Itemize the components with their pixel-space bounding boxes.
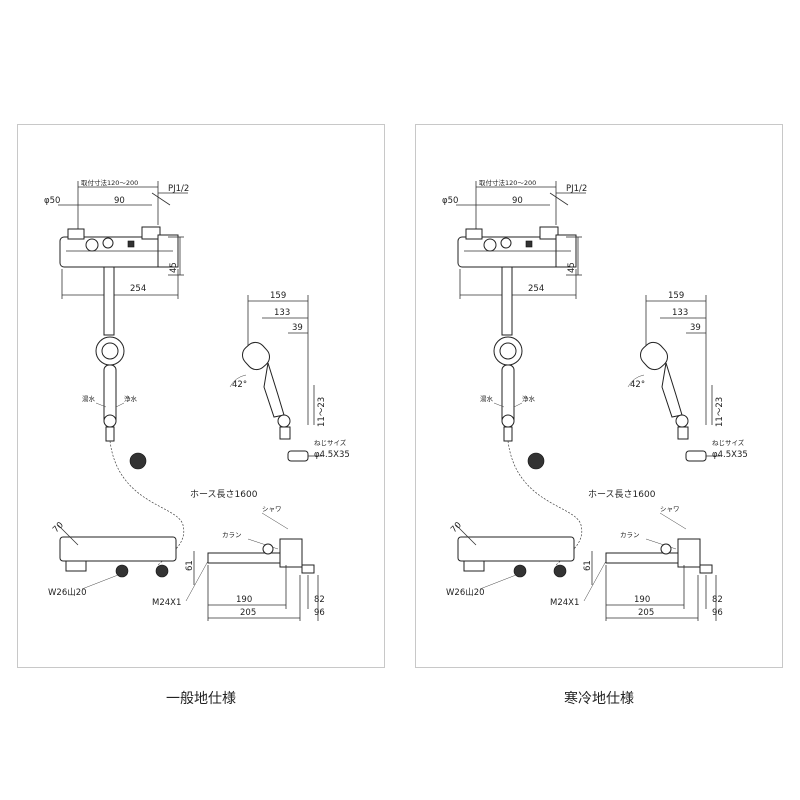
height-dimension: 45 <box>566 236 582 276</box>
dim-205-label: 205 <box>638 608 654 618</box>
dim-82-label: 82 <box>712 595 723 605</box>
spout-side: 61 M24X1 <box>152 538 315 608</box>
dim-133-label: 133 <box>274 308 290 318</box>
dim-254-label: 254 <box>130 284 146 294</box>
shower-head-side: 42° <box>229 341 291 440</box>
side-view-dimensions: 159 133 39 <box>247 291 309 425</box>
dim-159-label: 159 <box>668 291 684 301</box>
m24-label: M24X1 <box>550 598 579 608</box>
angle-label: 42° <box>630 380 645 390</box>
dim-11-23-label: 11～23 <box>715 397 725 427</box>
dim-254-label: 254 <box>528 284 544 294</box>
spout-dimensions: 190 205 82 96 <box>605 565 723 621</box>
dim-82-label: 82 <box>314 595 325 605</box>
pj-label: PJ1/2 <box>566 184 587 194</box>
drawing-panel-general: 取付寸法120～200 φ50 90 PJ1/2 45 254 <box>17 124 385 668</box>
dim-70-label: 70 <box>51 520 66 535</box>
pj-label: PJ1/2 <box>168 184 189 194</box>
dim-45-label: 45 <box>169 262 179 273</box>
phi50-label: φ50 <box>44 196 60 206</box>
mixer-body-front <box>457 226 577 268</box>
mixer-body-front <box>59 226 179 268</box>
shower-rod-front <box>493 266 523 442</box>
top-dimensions: 取付寸法120～200 φ50 90 PJ1/2 <box>442 178 587 237</box>
screw-dimension: 11～23 ねじサイズ φ4.5X35 <box>287 385 350 462</box>
dim-61-label: 61 <box>583 560 593 571</box>
screw-label: φ4.5X35 <box>712 450 748 460</box>
dim-45-label: 45 <box>567 262 577 273</box>
screw-label: φ4.5X35 <box>314 450 350 460</box>
top-dimensions: 取付寸法120～200 φ50 90 PJ1/2 <box>44 178 189 237</box>
height-dimension: 45 <box>168 236 184 276</box>
mixer-body-top: 70 W26山20 <box>446 520 575 598</box>
hose-length-label: ホース長さ1600 <box>190 489 258 500</box>
hose-length-label: ホース長さ1600 <box>588 489 656 500</box>
dim-190-label: 190 <box>634 595 650 605</box>
width-dimension: 254 <box>61 269 179 299</box>
caption-cold-region-spec: 寒冷地仕様 <box>564 691 634 707</box>
dim-11-23-label: 11～23 <box>317 397 327 427</box>
valve-knob-icon <box>527 452 545 470</box>
shower-label: シャワ <box>660 505 680 513</box>
dim-39-label: 39 <box>292 323 303 333</box>
angle-label: 42° <box>232 380 247 390</box>
mount-range-label: 取付寸法120～200 <box>81 178 138 187</box>
clean-label: 浄水 <box>124 394 138 403</box>
w26-label: W26山20 <box>446 587 485 598</box>
caption-general-spec: 一般地仕様 <box>166 691 236 707</box>
spout-dimensions: 190 205 82 96 <box>207 565 325 621</box>
screw-size-label: ねじサイズ <box>712 438 745 447</box>
dim-96-label: 96 <box>712 608 723 618</box>
shower-head-side: 42° <box>627 341 689 440</box>
dim-159-label: 159 <box>270 291 286 301</box>
faucet-drawing-cold-region: 取付寸法120～200 φ50 90 PJ1/2 45 254 <box>442 178 748 621</box>
hot-label: 湯水 <box>480 394 494 403</box>
karan-label: カラン <box>620 531 640 539</box>
side-view-dimensions: 159 133 39 <box>645 291 707 425</box>
dim-205-label: 205 <box>240 608 256 618</box>
m24-label: M24X1 <box>152 598 181 608</box>
dim-96-label: 96 <box>314 608 325 618</box>
dim-39-label: 39 <box>690 323 701 333</box>
valve-knob-icon <box>129 452 147 470</box>
dim-90-label: 90 <box>114 196 125 206</box>
clean-label: 浄水 <box>522 394 536 403</box>
screw-size-label: ねじサイズ <box>314 438 347 447</box>
karan-label: カラン <box>222 531 242 539</box>
dim-133-label: 133 <box>672 308 688 318</box>
screw-dimension: 11～23 ねじサイズ φ4.5X35 <box>685 385 748 462</box>
mixer-body-top: 70 W26山20 <box>48 520 177 598</box>
w26-label: W26山20 <box>48 587 87 598</box>
dim-190-label: 190 <box>236 595 252 605</box>
phi50-label: φ50 <box>442 196 458 206</box>
mount-range-label: 取付寸法120～200 <box>479 178 536 187</box>
width-dimension: 254 <box>459 269 577 299</box>
faucet-drawing-general: 取付寸法120～200 φ50 90 PJ1/2 45 254 <box>44 178 350 621</box>
shower-rod-front <box>95 266 125 442</box>
drawing-panel-cold-region: 取付寸法120～200 φ50 90 PJ1/2 45 254 <box>415 124 783 668</box>
hot-label: 湯水 <box>82 394 96 403</box>
shower-label: シャワ <box>262 505 282 513</box>
spout-side: 61 M24X1 <box>550 538 713 608</box>
dim-90-label: 90 <box>512 196 523 206</box>
dim-70-label: 70 <box>449 520 464 535</box>
dim-61-label: 61 <box>185 560 195 571</box>
